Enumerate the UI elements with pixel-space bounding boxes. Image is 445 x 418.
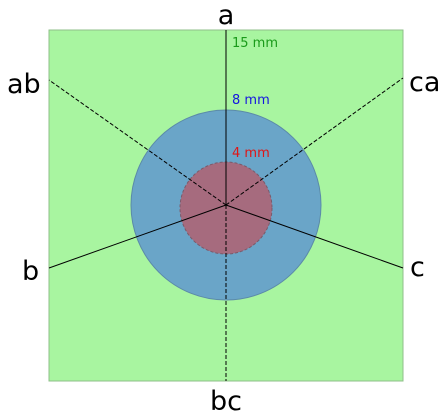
- line-ab: [48, 79, 227, 206]
- label-c: c: [410, 252, 425, 283]
- label-ab: ab: [7, 69, 41, 100]
- label-bc: bc: [210, 386, 242, 417]
- label-ca: ca: [409, 67, 440, 98]
- line-c: [225, 204, 404, 269]
- dimension-outer-label: 15 mm: [232, 36, 278, 51]
- dimension-middle-label: 8 mm: [232, 93, 270, 108]
- dimension-inner-label: 4 mm: [232, 146, 270, 161]
- line-b: [48, 204, 227, 269]
- label-b: b: [22, 256, 39, 287]
- line-ca: [225, 77, 404, 206]
- label-a: a: [218, 0, 235, 31]
